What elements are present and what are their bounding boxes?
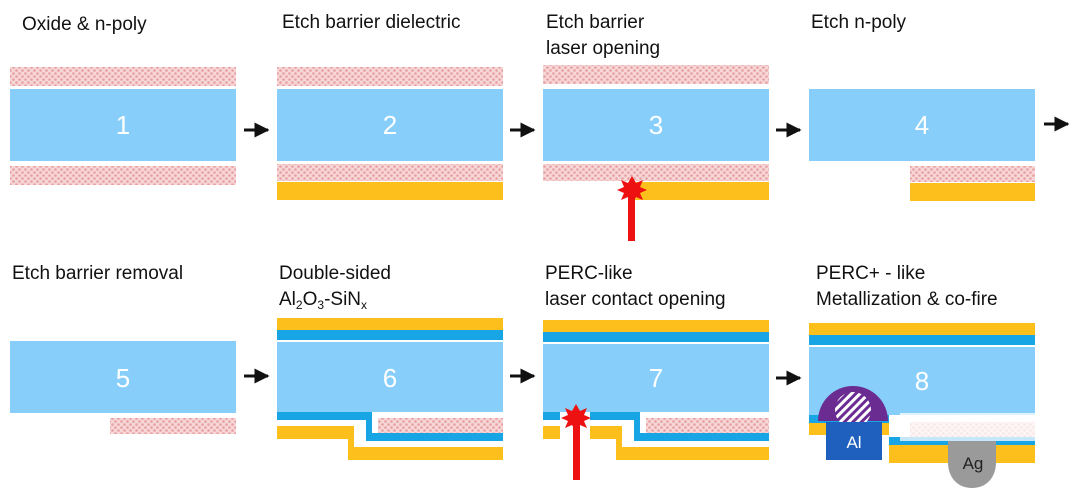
step-number: 4 xyxy=(915,110,929,140)
wafer xyxy=(277,89,503,161)
glare-region xyxy=(900,413,1035,441)
step-8-title-line-2: Metallization & co-fire xyxy=(816,289,998,310)
al2o3-top-layer xyxy=(543,332,769,342)
step-number: 1 xyxy=(116,110,130,140)
step-3-title-line-2: laser opening xyxy=(546,38,661,59)
laser-burst-icon xyxy=(617,176,647,204)
wafer xyxy=(543,344,769,412)
step-7-title-line-2: laser contact opening xyxy=(545,289,726,310)
sinx-top-layer xyxy=(809,323,1035,335)
step-3-stack: 3 xyxy=(543,65,769,241)
formula-sub-3: 3 xyxy=(317,298,325,312)
step-number: 3 xyxy=(649,110,663,140)
formula-o: O xyxy=(302,289,318,310)
step-3-title-line-1: Etch barrier xyxy=(546,12,645,33)
wafer xyxy=(10,341,236,413)
al2o3-bottom-layer xyxy=(543,412,769,441)
step-7-stack: 7 xyxy=(543,320,769,480)
n-poly-bottom-layer xyxy=(378,418,503,433)
step-8-stack: Al Ag 8 xyxy=(809,323,1035,488)
step-4-title: Etch n-poly xyxy=(811,12,907,33)
al-cap-hatch xyxy=(835,392,871,428)
n-poly-bottom-layer xyxy=(646,418,769,433)
formula-sin: -SiN xyxy=(324,289,362,310)
sinx-bottom-layer xyxy=(277,426,503,460)
n-poly-bottom-layer xyxy=(543,164,769,181)
wafer xyxy=(10,89,236,161)
etch-barrier-layer xyxy=(910,183,1035,201)
step-1-title: Oxide & n-poly xyxy=(22,14,147,35)
n-poly-top-layer xyxy=(277,67,503,86)
al2o3-bottom-layer xyxy=(277,412,503,441)
step-5-title: Etch barrier removal xyxy=(12,263,184,284)
step-number: 7 xyxy=(649,363,663,393)
step-number: 8 xyxy=(915,366,929,396)
wafer xyxy=(543,89,769,161)
step-6-stack: 6 xyxy=(277,318,503,460)
n-poly-top-layer xyxy=(10,67,236,86)
n-poly-bottom-layer xyxy=(10,166,236,185)
step-number: 2 xyxy=(383,110,397,140)
sinx-bottom-layer xyxy=(543,426,769,460)
step-7-title-line-1: PERC-like xyxy=(545,263,633,284)
step-number: 5 xyxy=(116,363,130,393)
etch-barrier-layer xyxy=(632,182,769,200)
etch-barrier-layer xyxy=(277,182,503,200)
sinx-top-layer xyxy=(277,318,503,330)
step-8-title-line-1: PERC+ - like xyxy=(816,263,926,284)
al2o3-top-layer xyxy=(277,330,503,340)
formula-al: Al xyxy=(279,289,296,310)
step-6-title-line-1: Double-sided xyxy=(279,263,391,284)
step-4-stack: 4 xyxy=(809,89,1035,201)
step-number: 6 xyxy=(383,363,397,393)
formula-sub-x: x xyxy=(361,298,368,312)
step-5-stack: 5 xyxy=(10,341,236,434)
al-contact-label: Al xyxy=(846,433,861,452)
n-poly-bottom-layer xyxy=(110,418,236,434)
step-2-stack: 2 xyxy=(277,67,503,200)
laser-beam xyxy=(573,424,580,480)
ag-contact-label: Ag xyxy=(963,454,984,473)
step-1-stack: 1 xyxy=(10,67,236,185)
sinx-top-layer xyxy=(543,320,769,332)
n-poly-bottom-layer xyxy=(910,166,1035,182)
laser-beam xyxy=(628,190,635,241)
laser-burst-icon xyxy=(561,404,591,432)
step-6-title-line-2: Al2O3-SiNx xyxy=(279,288,367,312)
wafer xyxy=(277,342,503,412)
wafer xyxy=(809,89,1035,161)
step-2-title: Etch barrier dielectric xyxy=(282,12,461,33)
al-contact xyxy=(826,422,882,460)
al2o3-top-layer xyxy=(809,335,1035,345)
formula-sub-2: 2 xyxy=(295,298,303,312)
n-poly-bottom-layer xyxy=(277,164,503,181)
n-poly-top-layer xyxy=(543,65,769,84)
ag-contact xyxy=(948,441,996,488)
